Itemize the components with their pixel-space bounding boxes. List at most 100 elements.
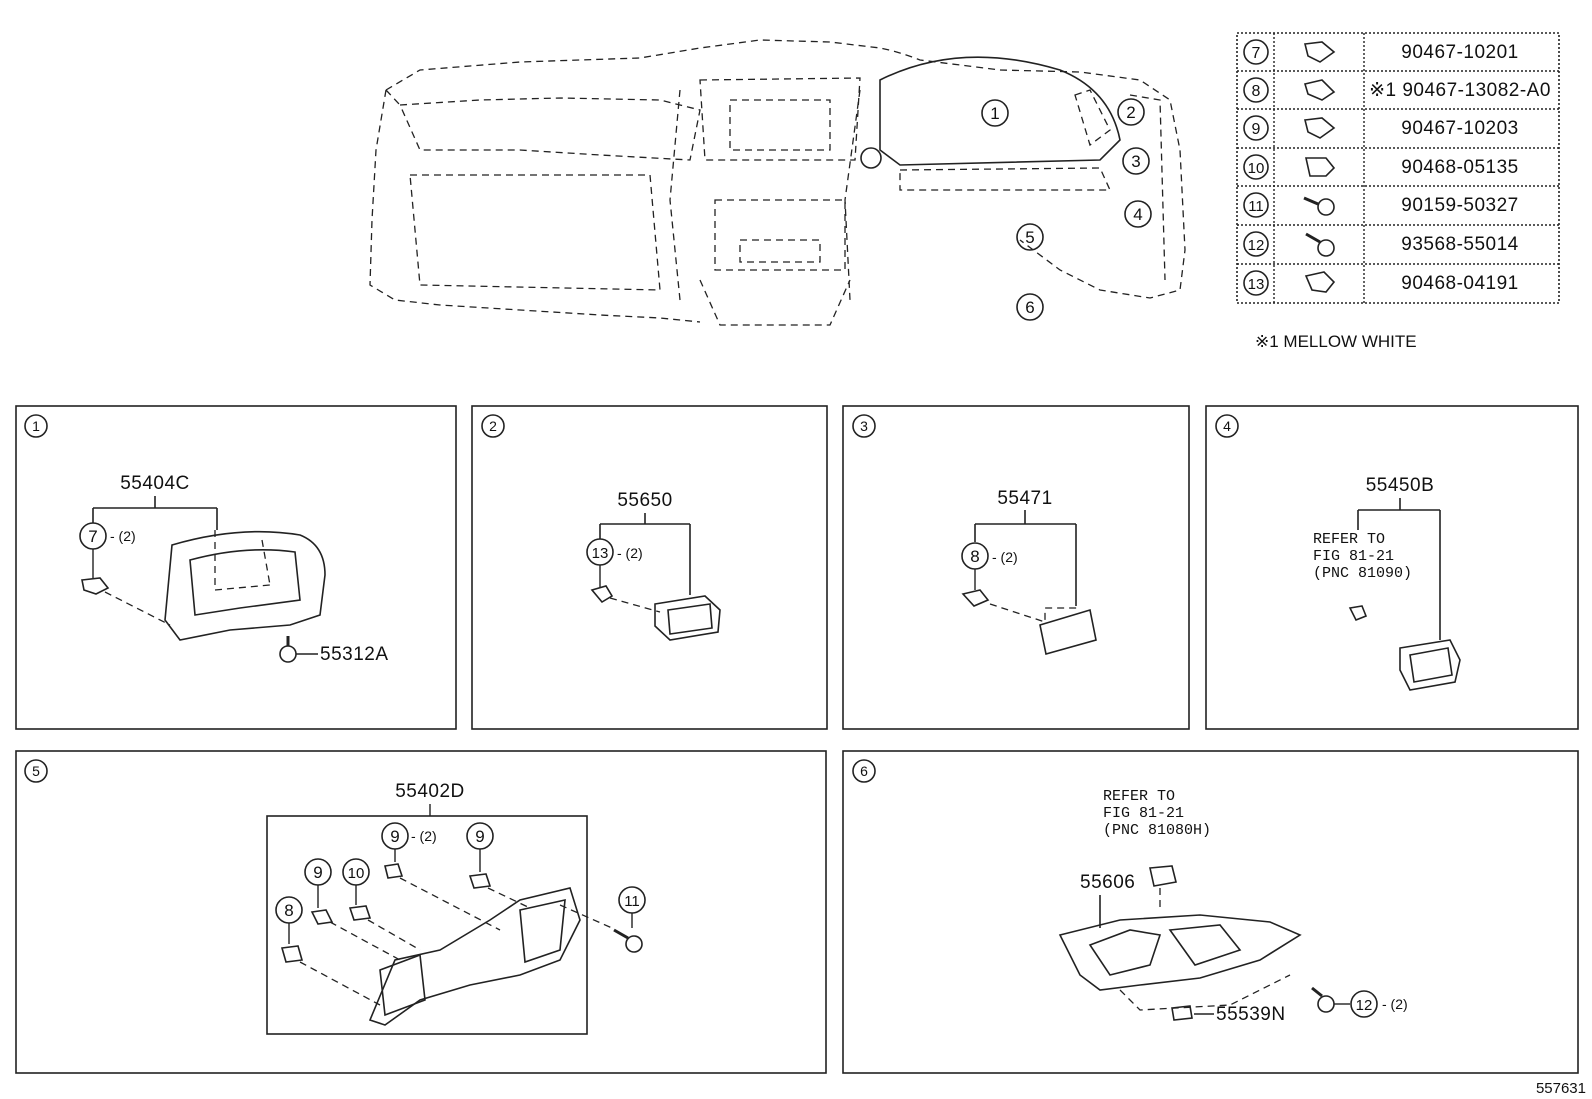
clip-icon xyxy=(81,577,110,595)
trim-panel xyxy=(1039,608,1097,656)
panel-number: 1 xyxy=(32,418,40,434)
clip-icon xyxy=(1304,41,1336,63)
callout-1: 1 xyxy=(990,104,999,123)
refer-line: FIG 81-21 xyxy=(1103,805,1184,822)
quantity: - (2) xyxy=(992,549,1018,565)
table-row: 12 93568-55014 xyxy=(1243,231,1519,257)
clip-icon xyxy=(348,905,372,921)
quantity: - (2) xyxy=(617,545,643,561)
connector-icon xyxy=(1149,865,1177,887)
clip-icon xyxy=(468,873,492,889)
side-register xyxy=(654,595,721,641)
dashboard-overview xyxy=(369,39,1186,326)
refer-line: (PNC 81090) xyxy=(1313,565,1412,582)
panel-number: 6 xyxy=(860,763,868,779)
callout-4: 4 xyxy=(1133,205,1142,224)
row-ref: 7 xyxy=(1252,45,1261,62)
overview-callouts: 1 2 3 4 5 6 xyxy=(981,98,1152,321)
row-ref: 12 xyxy=(1248,237,1265,254)
clip-icon xyxy=(384,863,404,879)
screw-icon xyxy=(625,935,643,953)
clip-callout: 10 xyxy=(348,865,365,882)
panel-number: 5 xyxy=(32,763,40,779)
lower-instrument-panel xyxy=(368,887,581,1026)
connector-icon xyxy=(1348,605,1368,622)
part-label: 55471 xyxy=(997,488,1052,509)
part-label: 55450B xyxy=(1366,475,1435,496)
panel-4: 4 55450B REFER TO FIG 81-21 (PNC 81090) xyxy=(1205,405,1579,730)
screw-icon xyxy=(1317,995,1335,1013)
refer-line: (PNC 81080H) xyxy=(1103,822,1211,839)
clip-callout: 9 xyxy=(390,827,399,846)
row-part-number: 90467-10201 xyxy=(1401,42,1519,63)
screw-icon xyxy=(279,645,297,663)
clip-icon xyxy=(1304,117,1336,139)
clip-icon xyxy=(1303,79,1336,101)
part-label: 55404C xyxy=(120,473,190,494)
row-ref: 11 xyxy=(1248,198,1264,215)
row-part-number: 93568-55014 xyxy=(1401,234,1519,255)
row-ref: 9 xyxy=(1252,121,1261,138)
quantity: - (2) xyxy=(1382,996,1408,1012)
table-row: 11 90159-50327 xyxy=(1243,192,1519,218)
row-ref: 8 xyxy=(1252,83,1261,100)
panel-6: 6 REFER TO FIG 81-21 (PNC 81080H) 55606 … xyxy=(842,750,1579,1074)
panel-number: 3 xyxy=(860,418,868,434)
parts-table: 7 90467-10201 8 ※1 90467-13082-A0 9 9046… xyxy=(1236,32,1560,351)
table-row: 8 ※1 90467-13082-A0 xyxy=(1243,77,1551,103)
screw-icon xyxy=(1317,198,1335,216)
switch-box xyxy=(1399,639,1461,691)
clip-callout: 13 xyxy=(592,545,609,562)
row-part-number: 90468-05135 xyxy=(1401,157,1519,178)
under-cover xyxy=(1058,914,1302,991)
refer-line: REFER TO xyxy=(1103,788,1175,805)
row-part-number: 90468-04191 xyxy=(1401,273,1519,294)
clip-icon xyxy=(1171,1005,1193,1021)
refer-line: REFER TO xyxy=(1313,531,1385,548)
callout-6: 6 xyxy=(1025,298,1034,317)
clip-callout: 8 xyxy=(284,901,293,920)
part-label: 55402D xyxy=(395,781,465,802)
clip-icon xyxy=(310,909,334,925)
panel-5: 5 55402D 9 - (2) 9 9 10 8 11 xyxy=(15,750,827,1074)
panel-number: 2 xyxy=(489,418,497,434)
part-label: 55606 xyxy=(1080,872,1135,893)
callout-5: 5 xyxy=(1025,228,1034,247)
part-label: 55650 xyxy=(617,490,672,511)
refer-line: FIG 81-21 xyxy=(1313,548,1394,565)
table-note: ※1 MELLOW WHITE xyxy=(1255,332,1417,351)
clip-callout: 9 xyxy=(313,863,322,882)
panel-number: 4 xyxy=(1223,418,1231,434)
clip-icon xyxy=(1305,157,1336,177)
panel-1: 1 55404C 7 - (2) 55312A xyxy=(15,405,457,730)
quantity: - (2) xyxy=(411,828,437,844)
screw-callout: 11 xyxy=(624,893,640,910)
quantity: - (2) xyxy=(110,528,136,544)
table-row: 10 90468-05135 xyxy=(1243,154,1519,180)
panel-3: 3 55471 8 - (2) xyxy=(842,405,1190,730)
clip-callout: 8 xyxy=(970,547,979,566)
row-part-number: 90159-50327 xyxy=(1401,195,1519,216)
cluster-finish-panel xyxy=(164,530,326,641)
row-ref: 13 xyxy=(1248,276,1265,293)
clip-icon xyxy=(590,585,614,604)
callout-1-circle xyxy=(981,99,1009,127)
screw-icon xyxy=(1317,239,1335,257)
table-row: 13 90468-04191 xyxy=(1243,270,1519,296)
clip-icon xyxy=(961,589,990,607)
screw-callout: 12 xyxy=(1356,997,1373,1014)
callout-2: 2 xyxy=(1126,103,1135,122)
figure-id: 557631 xyxy=(1536,1080,1586,1097)
row-part-number: 90467-10203 xyxy=(1401,118,1519,139)
row-ref: 10 xyxy=(1248,160,1265,177)
callout-3: 3 xyxy=(1131,152,1140,171)
table-row: 7 90467-10201 xyxy=(1243,39,1519,65)
clip-callout: 9 xyxy=(475,827,484,846)
part-label: 55312A xyxy=(320,644,389,665)
clip-icon xyxy=(280,945,304,963)
clip-callout: 7 xyxy=(88,527,97,546)
table-row: 9 90467-10203 xyxy=(1243,115,1519,141)
panel-2: 2 55650 13 - (2) xyxy=(471,405,828,730)
row-part-number: ※1 90467-13082-A0 xyxy=(1369,80,1551,101)
